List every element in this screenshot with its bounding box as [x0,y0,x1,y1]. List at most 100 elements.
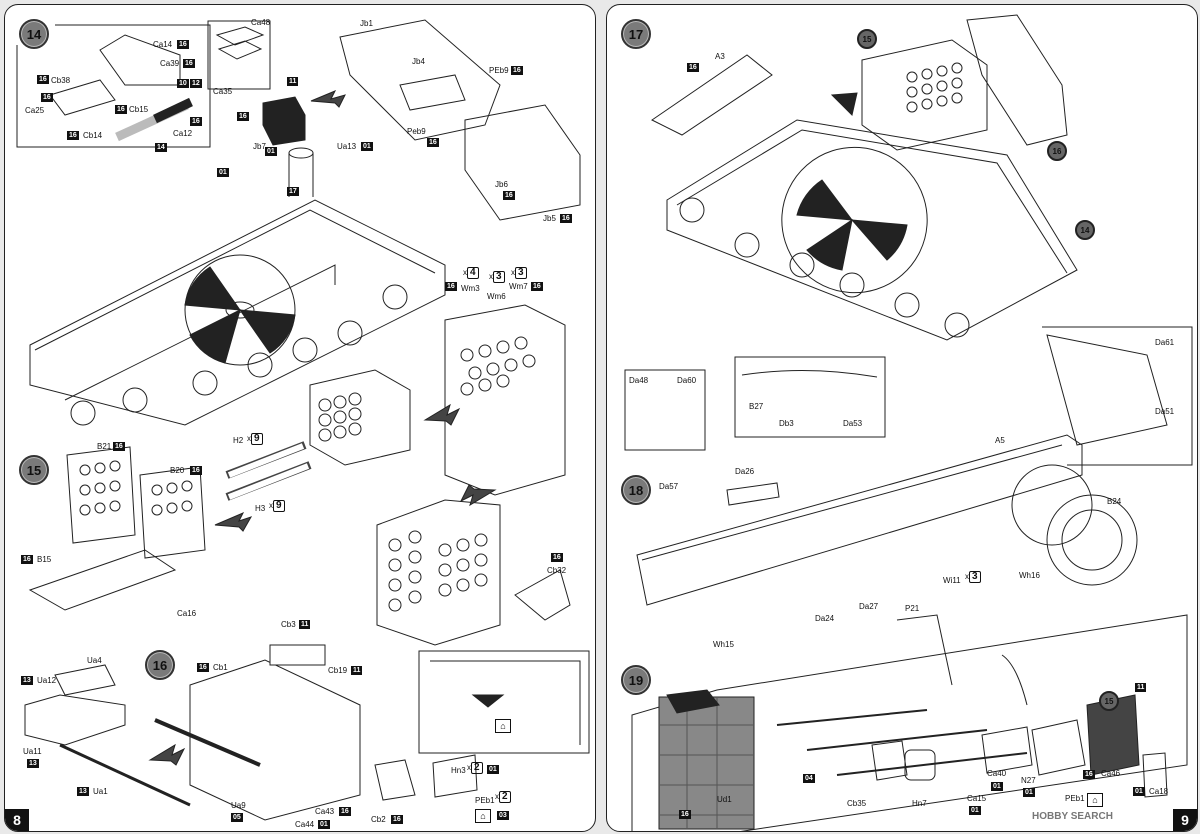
part-label: Ca43 [315,807,335,816]
part-label: Wh15 [713,640,734,649]
part-label: Jb4 [412,57,425,66]
part-label: B21 [97,442,112,451]
sprue-tag: 16 [237,112,249,121]
sprue-tag: 11 [299,620,311,629]
instruction-page-right: 17 18 19 15 16 14 15 16 A3 Da48 Da60 B27… [606,4,1198,832]
ref-step-circle: 16 [1047,141,1067,161]
part-label: B15 [37,555,52,564]
part-label: Cb1 [213,663,228,672]
part-label: Wm3 [461,284,480,293]
part-label: Ca48 [251,18,271,27]
page-number: 9 [1173,809,1197,831]
part-label: Jb6 [495,180,508,189]
part-label: Jb7 [253,142,266,151]
part-label: Ca39 [160,59,180,68]
step-18-badge: 18 [621,475,651,505]
sprue-tag: 01 [969,806,981,815]
sprue-tag: 10 [177,79,189,88]
part-label: Cb15 [129,105,149,114]
part-label: Wm7 [509,282,528,291]
part-label: P21 [905,604,920,613]
sprue-tag: 16 [197,663,209,672]
sprue-tag: 16 [113,442,125,451]
sprue-tag: 11 [287,77,299,86]
part-label: Da24 [815,614,835,623]
part-label: Da26 [735,467,755,476]
sprue-tag: 17 [287,187,299,196]
step-19-badge: 19 [621,665,651,695]
part-label: Ua4 [87,656,102,665]
part-label: Da48 [629,376,649,385]
sprue-tag: 16 [503,191,515,200]
sprue-tag: 16 [21,555,33,564]
part-label: Ua9 [231,801,246,810]
sprue-tag: 13 [77,787,89,796]
step-15-badge: 15 [19,455,49,485]
part-label: N27 [1021,776,1036,785]
sprue-tag: 16 [391,815,403,824]
part-label: B20 [170,466,185,475]
sprue-tag: 05 [231,813,243,822]
sprue-tag: 16 [531,282,543,291]
sprue-tag: 01 [217,168,229,177]
part-label: Da57 [659,482,679,491]
part-label: PEb1 [1065,794,1085,803]
part-label: Ca14 [153,40,173,49]
part-label: Wh16 [1019,571,1040,580]
part-label: Da61 [1155,338,1175,347]
sprue-tag: 01 [487,765,499,774]
part-label: Ca40 [987,769,1007,778]
part-label: B24 [1107,497,1122,506]
sprue-tag: 11 [1135,683,1147,692]
part-label: Peb9 [407,127,426,136]
sprue-tag: 01 [265,147,277,156]
sprue-tag: 16 [679,810,691,819]
sprue-tag: 14 [155,143,167,152]
part-label: Ua11 [23,747,42,756]
sprue-tag: 16 [115,105,127,114]
sprue-tag: 13 [21,676,33,685]
part-label: Db3 [779,419,794,428]
page-number: 8 [5,809,29,831]
part-label: Ca46 [1101,769,1121,778]
part-label: Cb14 [83,131,103,140]
refer-icon: ⌂ [475,809,491,823]
sprue-tag: 01 [361,142,373,151]
step-16-badge: 16 [145,650,175,680]
part-label: Da27 [859,602,879,611]
part-label: Ua13 [337,142,357,151]
part-label: Ua1 [93,787,108,796]
part-label: Hn7 [912,799,927,808]
refer-icon: ⌂ [495,719,511,733]
part-label: Jb1 [360,19,373,28]
part-label: Cb2 [371,815,386,824]
sprue-tag: 16 [190,466,202,475]
sprue-tag: 16 [551,553,563,562]
part-label: Cb38 [51,76,71,85]
sprue-tag: 01 [1023,788,1035,797]
part-label: Ca18 [1149,787,1169,796]
left-page-drawing [16,19,590,821]
part-label: Da60 [677,376,697,385]
part-label: Jb5 [543,214,556,223]
step-14-badge: 14 [19,19,49,49]
sprue-tag: 11 [351,666,363,675]
sprue-tag: 01 [318,820,330,829]
sprue-tag: 16 [67,131,79,140]
sprue-tag: 16 [1083,770,1095,779]
part-label: H2 [233,436,244,445]
part-label: Ud1 [717,795,732,804]
part-label: A5 [995,436,1005,445]
part-label: B27 [749,402,764,411]
sprue-tag: 16 [190,117,202,126]
step-17-badge: 17 [621,19,651,49]
instruction-page-left: 14 15 16 Ca48 Ca14 16 Ca39 16 16 Cb38 10… [4,4,596,832]
sprue-tag: 16 [511,66,523,75]
sprue-tag: 13 [27,759,39,768]
